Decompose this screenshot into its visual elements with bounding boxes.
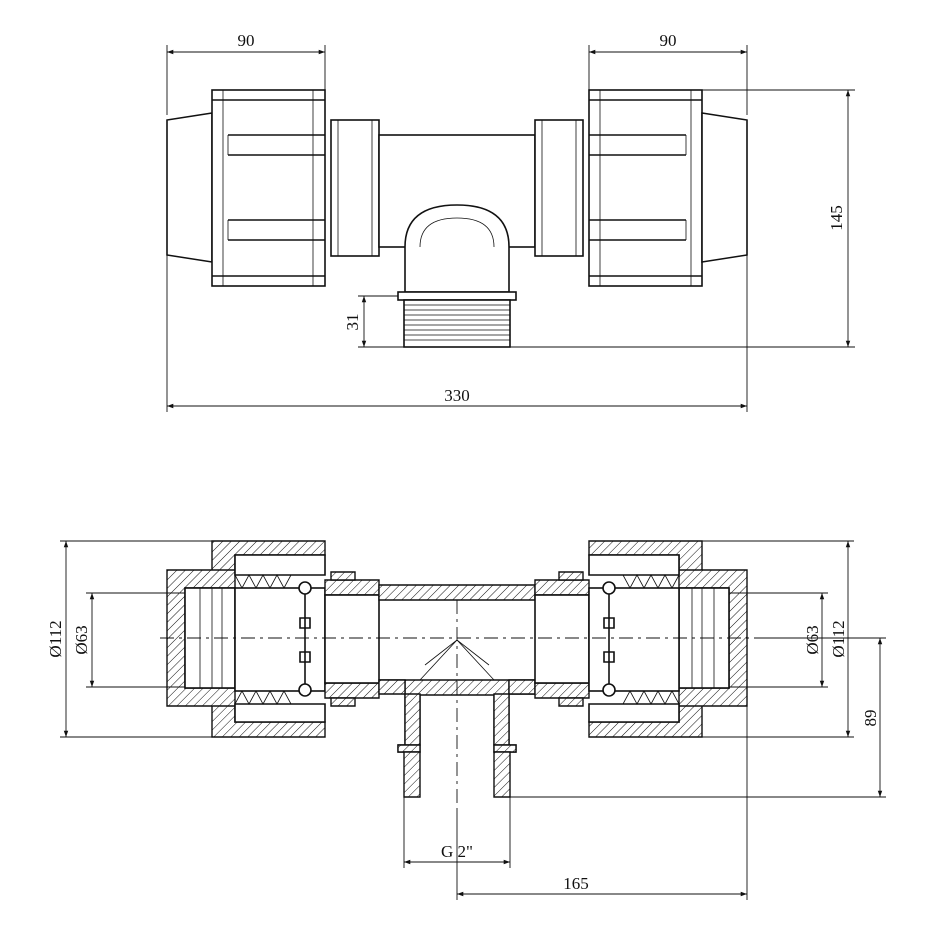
dim-outer-diameter-right: Ø112: [829, 620, 848, 657]
left-inner-threads: [234, 574, 292, 705]
dim-half-length: 165: [563, 874, 589, 893]
dim-outer-diameter-left: Ø112: [46, 620, 65, 657]
right-inner-threads: [622, 574, 680, 705]
dim-top-left-width: 90: [238, 31, 255, 50]
dim-top-right-width: 90: [660, 31, 677, 50]
dim-height: 145: [827, 205, 846, 231]
dim-inner-diameter-right: Ø63: [803, 625, 822, 654]
section-view: Ø112 Ø63 Ø63 Ø112 89 G 2" 165: [46, 540, 886, 900]
dim-total-length: 330: [444, 386, 470, 405]
thread-lines: [404, 304, 510, 341]
top-view: 90 90 145 31 330: [166, 31, 855, 412]
dim-thread-length: 31: [343, 314, 362, 331]
dim-branch-height: 89: [861, 710, 880, 727]
dim-inner-diameter-left: Ø63: [72, 625, 91, 654]
